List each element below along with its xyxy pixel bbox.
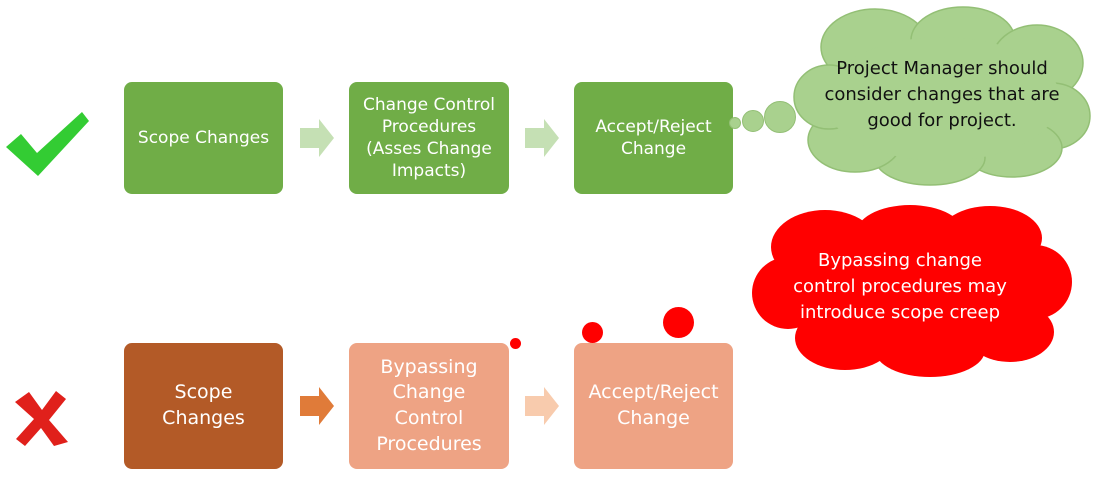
bottom-step-scope-changes-label: Scope Changes — [162, 381, 245, 429]
top-step-accept-reject-label: Accept/Reject Change — [595, 116, 712, 159]
red-cloud-label: Bypassing change control procedures may … — [793, 249, 1007, 324]
red-thought-bubble-large — [663, 307, 694, 338]
green-thought-bubble-medium — [742, 110, 764, 132]
bottom-step-bypassing: Bypassing Change Control Procedures — [349, 343, 509, 469]
bottom-step-accept-reject: Accept/Reject Change — [574, 343, 733, 469]
bottom-step-scope-changes: Scope Changes — [124, 343, 283, 469]
top-step-accept-reject: Accept/Reject Change — [574, 82, 733, 194]
green-thought-bubble-large — [764, 101, 796, 133]
top-step-scope-changes-label: Scope Changes — [137, 127, 270, 148]
green-cloud-label: Project Manager should consider changes … — [824, 57, 1060, 132]
red-thought-bubble-small — [510, 338, 521, 349]
top-step-scope-changes: Scope Changes — [124, 82, 283, 194]
bottom-step-bypassing-label: Bypassing Change Control Procedures — [376, 355, 482, 455]
red-thought-bubble-medium — [582, 322, 603, 343]
red-cloud-text: Bypassing change control procedures may … — [785, 222, 1015, 352]
top-step-change-control: Change Control Procedures (Asses Change … — [349, 82, 509, 194]
top-step-change-control-label: Change Control Procedures (Asses Change … — [363, 94, 495, 182]
green-thought-bubble-small — [729, 117, 741, 129]
green-cloud-text: Project Manager should consider changes … — [822, 30, 1062, 160]
bottom-step-accept-reject-label: Accept/Reject Change — [588, 381, 719, 429]
